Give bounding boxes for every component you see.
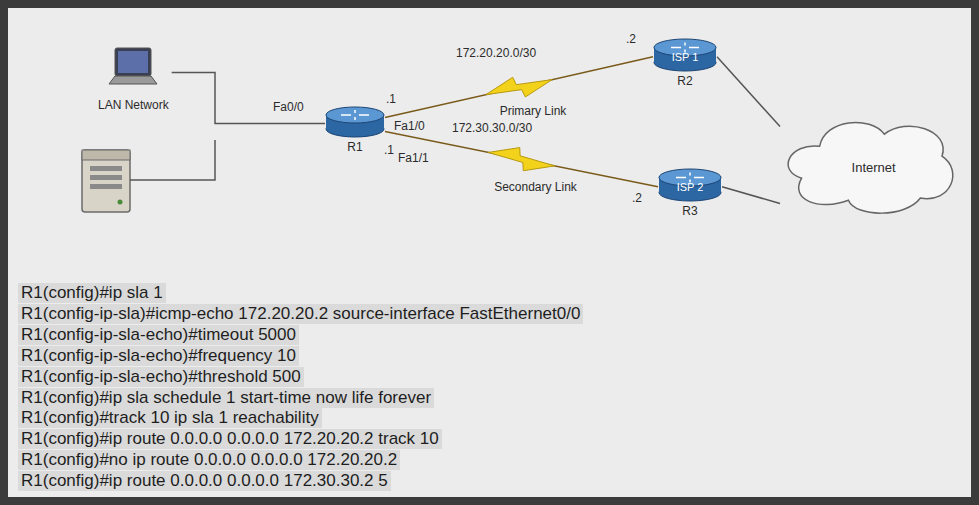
config-line: R1(config)#no ip route 0.0.0.0 0.0.0.0 1… (18, 450, 400, 470)
config-line: R1(config-ip-sla-echo)#frequency 10 (18, 346, 299, 366)
node-label: R2 (677, 74, 692, 88)
config-line: R1(config)#ip sla schedule 1 start-time … (18, 388, 434, 408)
interface-label: Fa0/0 (273, 100, 304, 114)
link-label: Primary Link (500, 104, 567, 118)
router-node: ISP 2 R3 (658, 168, 722, 220)
node-label: Internet (852, 160, 896, 175)
isp-name: ISP 2 (677, 181, 704, 193)
config-line: R1(config-ip-sla)#icmp-echo 172.20.20.2 … (18, 304, 583, 324)
lan-node: LAN Network (95, 44, 172, 114)
interface-label: .1 (384, 143, 394, 157)
isp-name: ISP 1 (672, 51, 699, 63)
config-line: R1(config-ip-sla-echo)#threshold 500 (18, 367, 304, 387)
link-line (385, 132, 658, 187)
node-label: LAN Network (98, 98, 169, 112)
config-line: R1(config)#track 10 ip sla 1 reachabilit… (18, 408, 322, 428)
interface-label: .2 (626, 32, 636, 46)
server-wire (130, 140, 215, 180)
interface-label: Fa1/0 (394, 119, 425, 133)
config-line: R1(config-ip-sla-echo)#timeout 5000 (18, 325, 299, 345)
interface-label: 172.30.30.0/30 (452, 121, 532, 135)
link-line (717, 57, 780, 127)
link-line (722, 187, 780, 204)
server-icon (82, 150, 130, 212)
interface-label: 172.20.20.0/30 (456, 46, 536, 60)
lightning-bolt (486, 77, 552, 97)
config-line: R1(config)#ip sla 1 (18, 283, 166, 303)
router-node: R1 (325, 106, 385, 156)
node-label: R3 (682, 204, 697, 218)
laptop-icon (101, 44, 165, 96)
config-line: R1(config)#ip route 0.0.0.0 0.0.0.0 172.… (18, 471, 391, 491)
router-icon (325, 106, 385, 138)
link-line (385, 57, 653, 118)
interface-label: .2 (632, 191, 642, 205)
link-line (172, 73, 325, 124)
config-line: R1(config)#ip route 0.0.0.0 0.0.0.0 172.… (18, 429, 442, 449)
link-label: Secondary Link (494, 180, 577, 194)
interface-label: .1 (386, 92, 396, 106)
node-label: R1 (347, 140, 362, 154)
router-node: ISP 1 R2 (653, 38, 717, 90)
lightning-bolt (488, 148, 555, 171)
cloud-node: Internet (780, 110, 960, 220)
interface-label: Fa1/1 (398, 151, 429, 165)
